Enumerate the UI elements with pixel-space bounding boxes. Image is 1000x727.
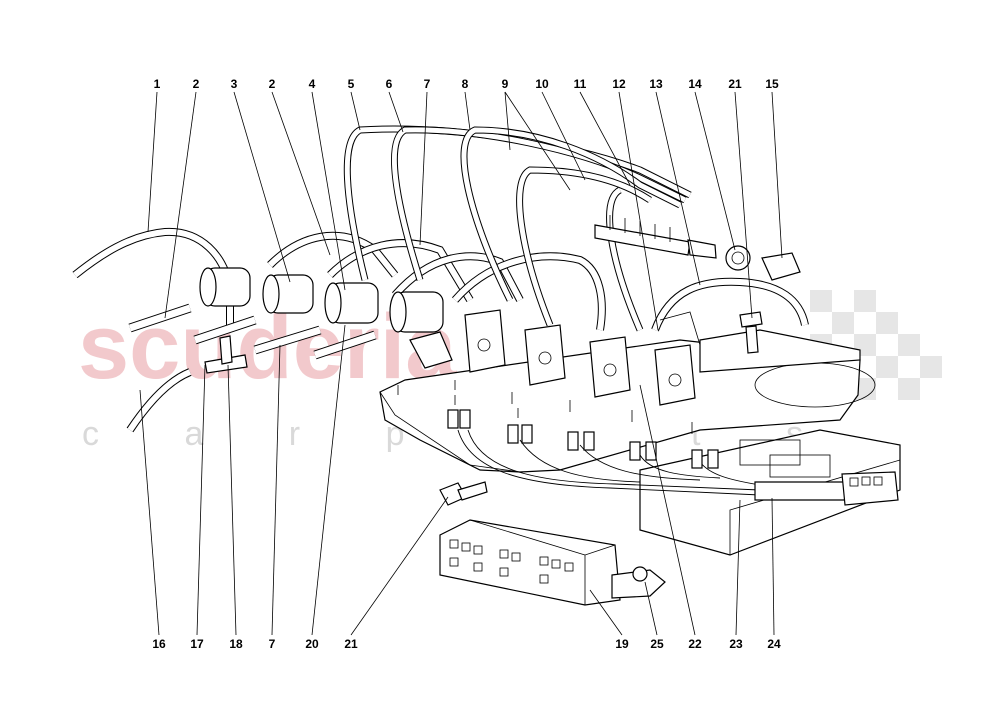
callout-14: 14 <box>688 77 702 91</box>
callout-21a: 21 <box>728 77 742 91</box>
callout-4: 4 <box>309 77 316 91</box>
callouts-bottom: 16 17 18 7 20 21 19 25 22 23 24 <box>152 637 781 651</box>
callout-6: 6 <box>386 77 393 91</box>
callout-7: 7 <box>424 77 431 91</box>
vacuum-canisters <box>199 267 444 333</box>
callouts-top: 1 2 3 2 4 5 6 7 8 9 10 11 12 13 14 21 15 <box>154 77 779 91</box>
control-unit <box>439 519 666 606</box>
callout-22: 22 <box>688 637 702 651</box>
callout-24: 24 <box>767 637 781 651</box>
callout-20: 20 <box>305 637 319 651</box>
callout-8: 8 <box>462 77 469 91</box>
callout-21b: 21 <box>344 637 358 651</box>
callout-2a: 2 <box>193 77 200 91</box>
callout-18: 18 <box>229 637 243 651</box>
callout-15: 15 <box>765 77 779 91</box>
callout-12: 12 <box>612 77 626 91</box>
callout-16: 16 <box>152 637 166 651</box>
callout-25: 25 <box>650 637 664 651</box>
hoses <box>72 125 809 433</box>
manifold <box>594 215 801 281</box>
callout-17: 17 <box>190 637 204 651</box>
callout-5: 5 <box>348 77 355 91</box>
leader-lines <box>139 91 783 636</box>
callout-1: 1 <box>154 77 161 91</box>
callout-9: 9 <box>502 77 509 91</box>
bolt-right <box>739 311 763 354</box>
callout-13: 13 <box>649 77 663 91</box>
callout-23: 23 <box>729 637 743 651</box>
callout-19: 19 <box>615 637 629 651</box>
callout-7b: 7 <box>269 637 276 651</box>
wiring-harness <box>447 409 899 506</box>
callout-3: 3 <box>231 77 238 91</box>
callout-2b: 2 <box>269 77 276 91</box>
callout-11: 11 <box>574 77 587 91</box>
callout-10: 10 <box>535 77 549 91</box>
bolt-left <box>439 481 488 506</box>
solenoid-valves <box>409 309 701 406</box>
